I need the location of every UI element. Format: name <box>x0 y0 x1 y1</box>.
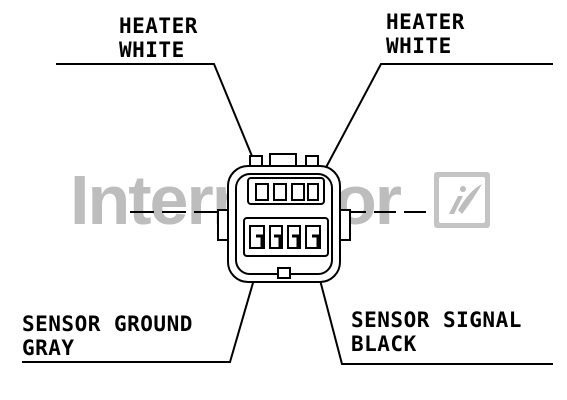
leader-heater-right <box>313 63 553 191</box>
heater-right-line1: HEATER <box>386 10 465 34</box>
sensor-ground-line2: GRAY <box>22 336 75 360</box>
leader-heater-left <box>56 63 267 191</box>
heater-left-line1: HEATER <box>119 14 198 38</box>
sensor-signal-line2: BLACK <box>351 332 417 356</box>
terminal-latches <box>256 234 320 248</box>
intermotor-logo-icon <box>434 172 490 228</box>
heater-right-line2: WHITE <box>386 34 452 58</box>
sensor-signal-line1: SENSOR SIGNAL <box>351 308 522 332</box>
upper-terminals <box>255 183 319 201</box>
sensor-ground-line1: SENSOR GROUND <box>22 312 193 336</box>
heater-left-line2: WHITE <box>119 38 185 62</box>
connector-housing <box>217 153 351 283</box>
